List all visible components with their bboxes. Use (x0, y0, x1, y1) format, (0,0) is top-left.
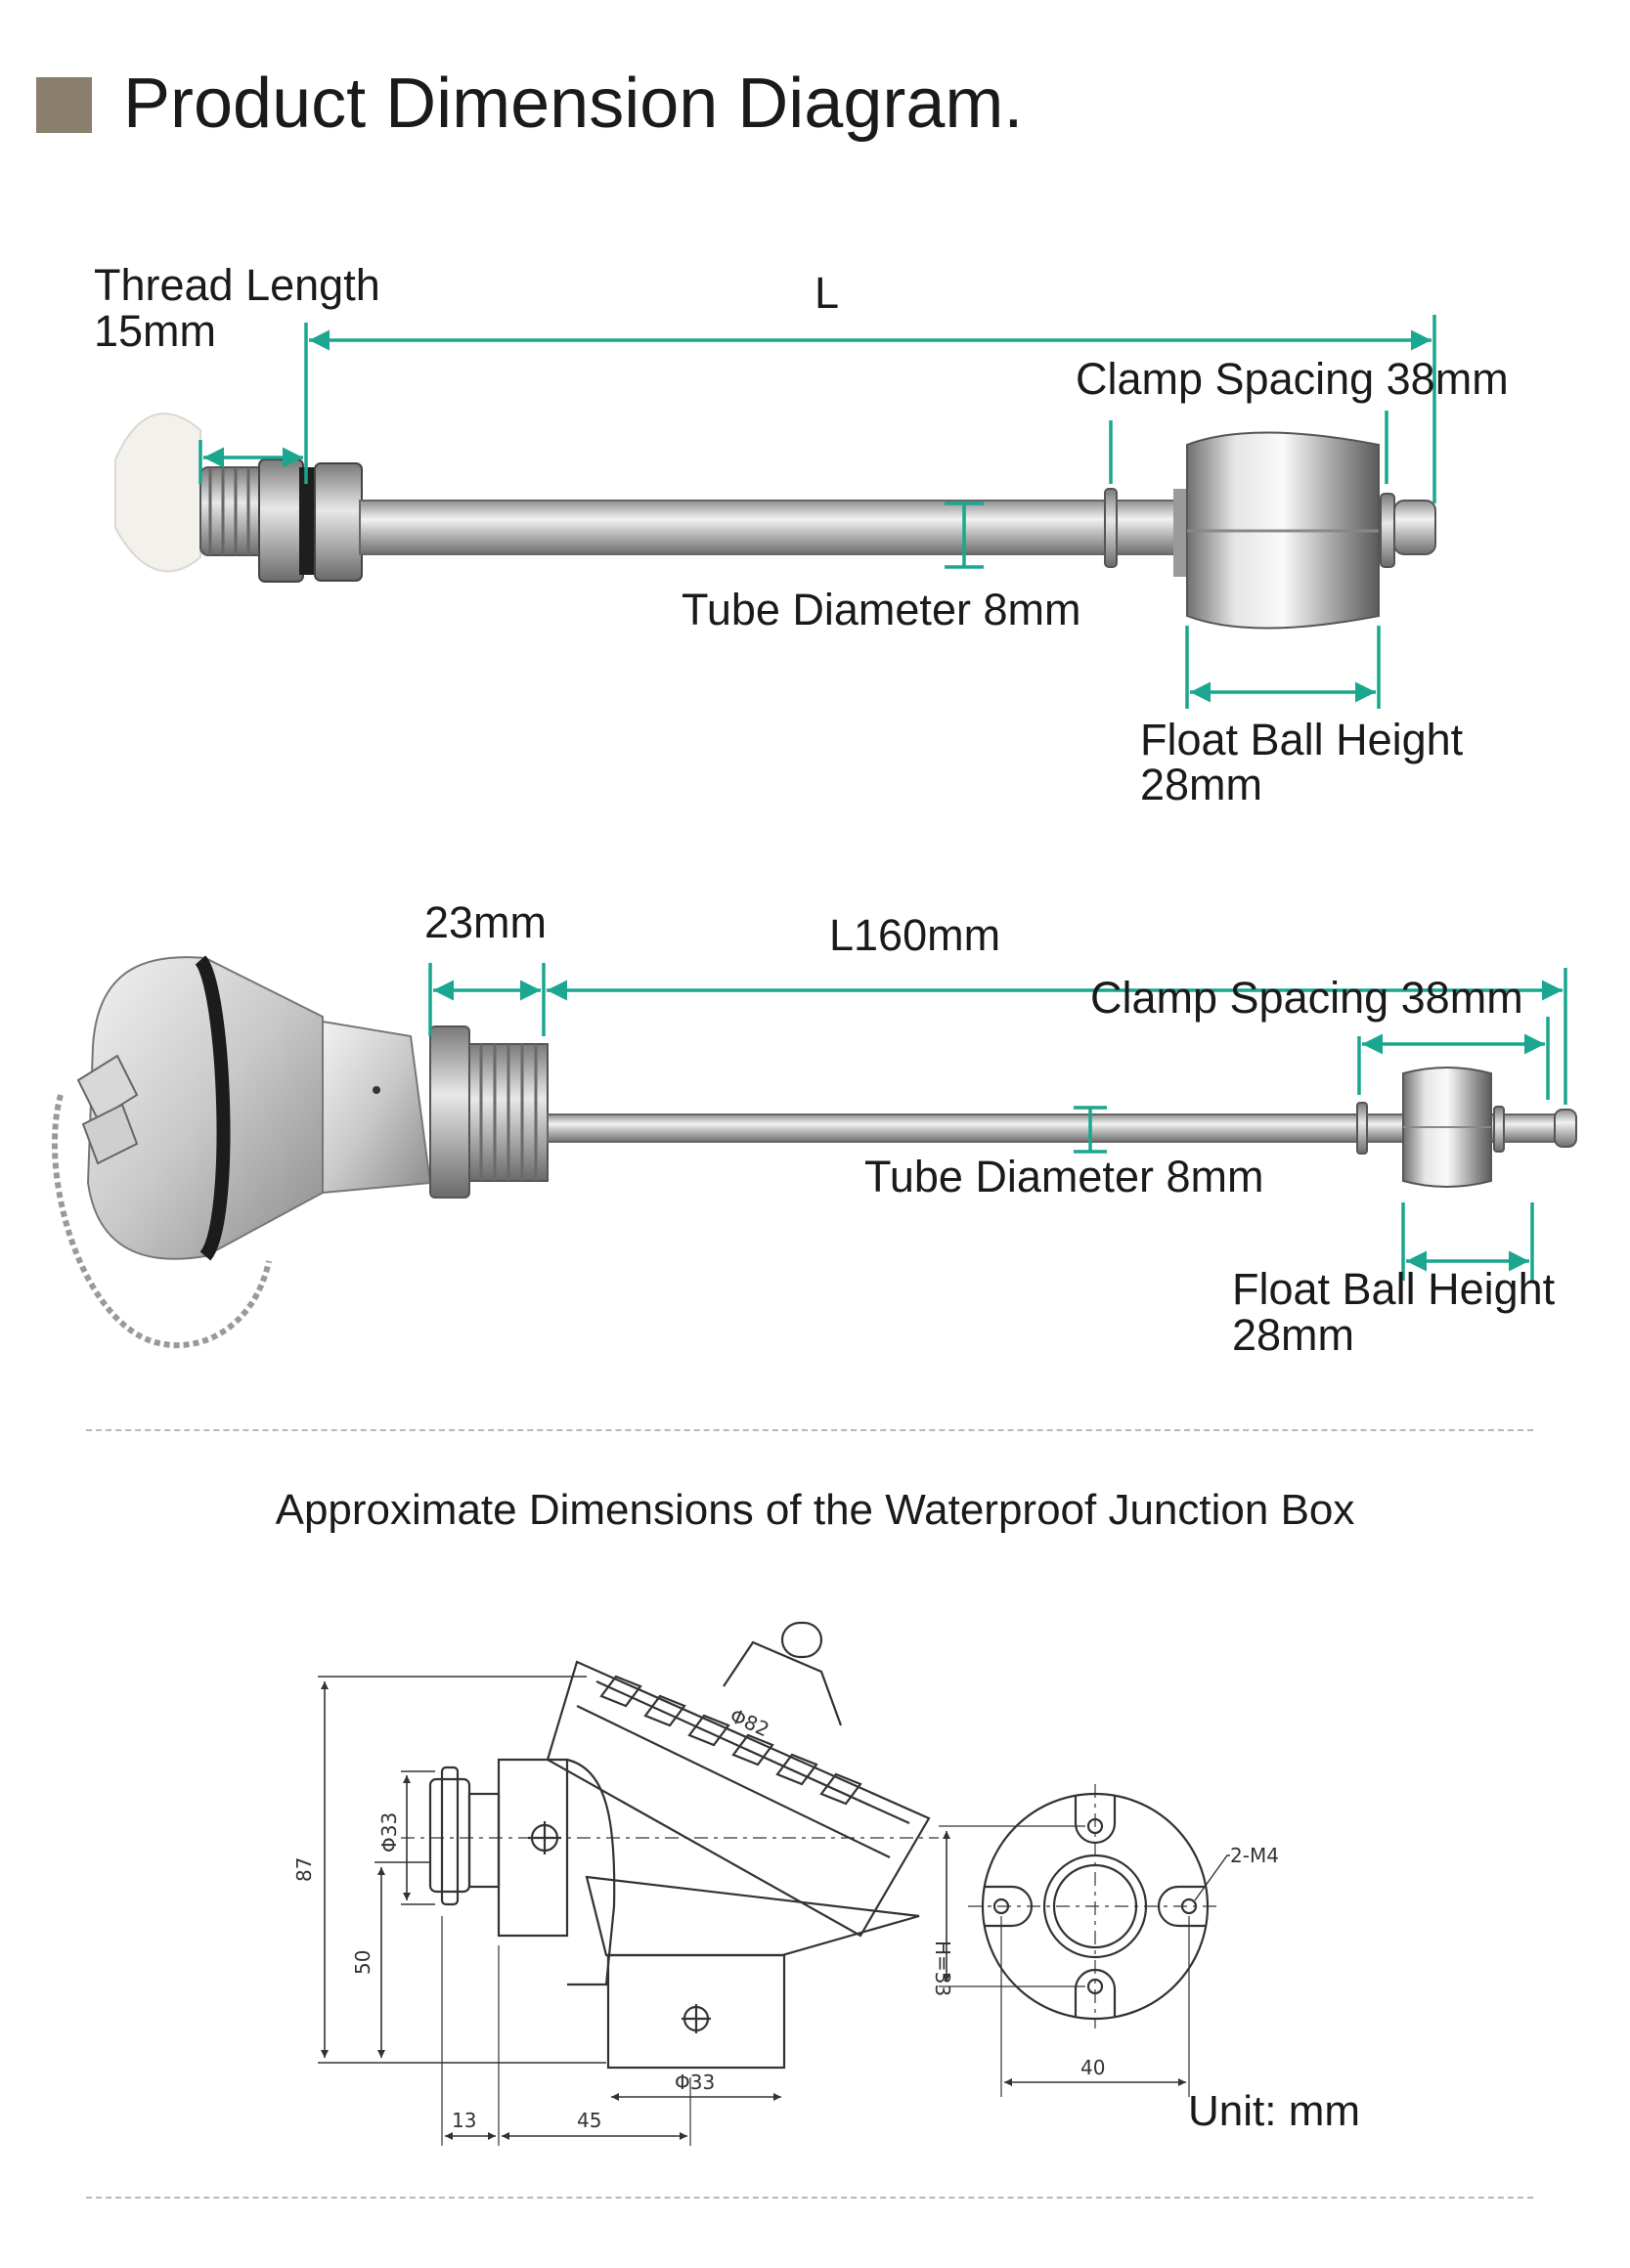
float-ball-height-label: Float Ball Height (1140, 715, 1464, 764)
junction-box-subtitle: Approximate Dimensions of the Waterproof… (275, 1486, 1355, 1534)
dim-d33-top: Φ33 (377, 1812, 401, 1853)
float-ball-height-value-2: 28mm (1232, 1310, 1355, 1360)
thread-length-value: 15mm (94, 306, 217, 356)
length-label: L (815, 268, 840, 318)
page-title: Product Dimension Diagram. (123, 65, 1024, 143)
float-ball-height-value: 28mm (1140, 760, 1263, 809)
length-label-2: L160mm (829, 910, 1001, 960)
float-ball-height-label-2: Float Ball Height (1232, 1264, 1556, 1314)
float-switch-photo-1 (114, 413, 1436, 630)
float-switch-photo-2 (52, 955, 1577, 1349)
section-divider (86, 1429, 1533, 1431)
dim-h50: 50 (351, 1950, 374, 1975)
dim-d33-bottom: Φ33 (675, 2071, 715, 2094)
dim-w45: 45 (577, 2109, 601, 2132)
thread-length-label-2: 23mm (424, 897, 548, 947)
junction-box-drawing (318, 1621, 1230, 2146)
dim-m4: 2-M4 (1230, 1844, 1279, 1867)
clamp-spacing-label-2: Clamp Spacing 38mm (1090, 973, 1523, 1023)
title-square-icon (36, 77, 92, 133)
dim-h87: 87 (292, 1857, 316, 1882)
tube-diameter-label-2: Tube Diameter 8mm (864, 1152, 1264, 1201)
dim-w40: 40 (1080, 2056, 1105, 2079)
dim-w13: 13 (452, 2109, 476, 2132)
dimension-lines-2 (428, 963, 1567, 1281)
bottom-divider (86, 2197, 1533, 2199)
thread-length-label: Thread Length (94, 260, 380, 310)
dim-h33: H=33 (931, 1941, 954, 1996)
tube-diameter-label: Tube Diameter 8mm (682, 585, 1081, 634)
unit-label: Unit: mm (1188, 2087, 1360, 2135)
clamp-spacing-label: Clamp Spacing 38mm (1076, 354, 1509, 404)
dimension-lines-1 (198, 315, 1436, 709)
